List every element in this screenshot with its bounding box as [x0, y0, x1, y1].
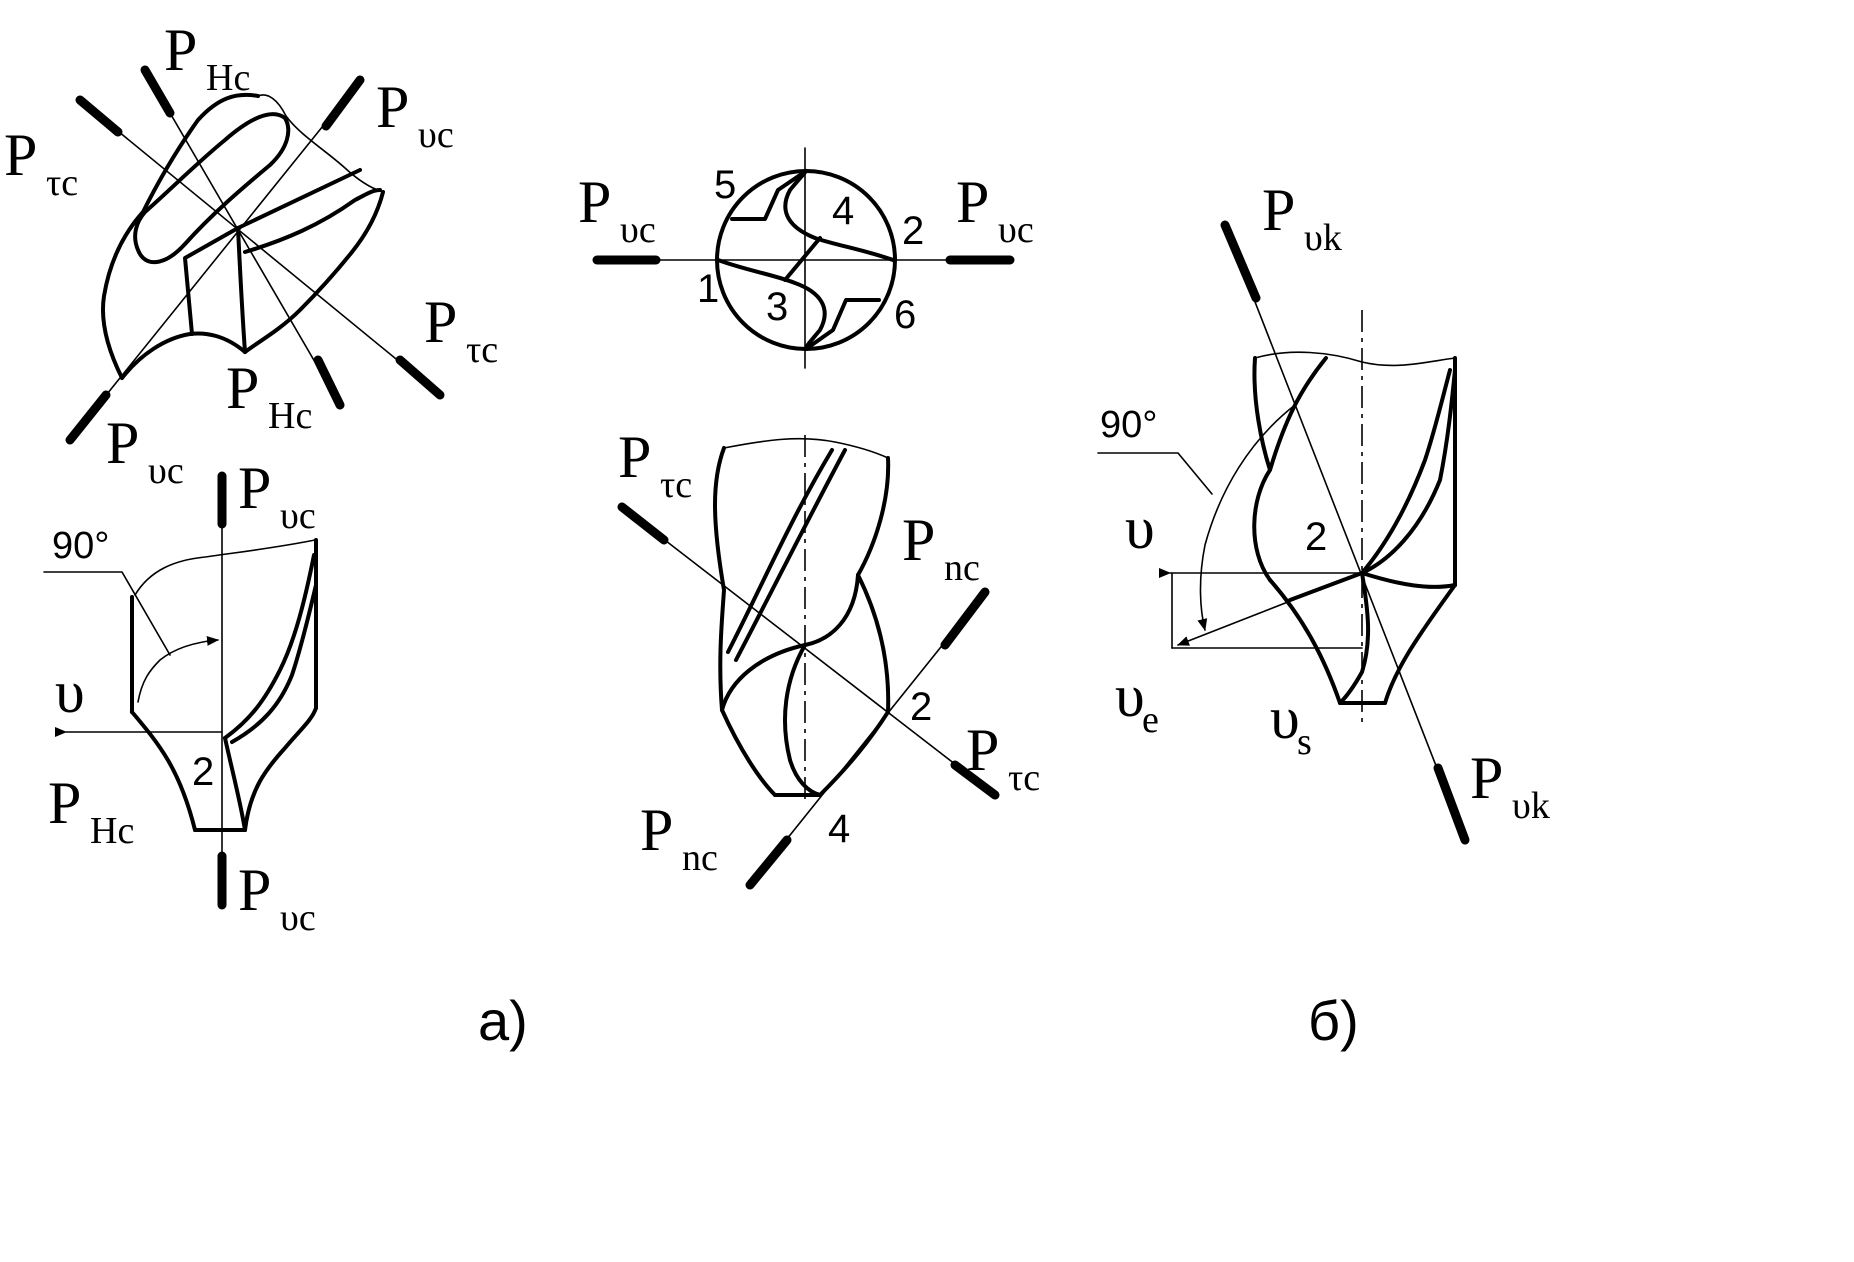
plane-label-vc-end-right: P υc	[956, 169, 1034, 251]
plane-label-vk-upper: P υk	[1262, 177, 1342, 259]
point-label-1: 1	[697, 267, 719, 311]
point-label-4-end: 4	[832, 189, 854, 233]
drill-tip-perspective-view	[65, 65, 445, 445]
svg-text:P: P	[376, 74, 409, 140]
plane-label-tc-center-upper: P τc	[618, 424, 692, 506]
point-label-2-kinematic: 2	[1305, 515, 1327, 559]
point-label-3: 3	[766, 285, 788, 329]
plane-marker-nc-lower	[745, 835, 792, 890]
svg-text:P: P	[424, 289, 457, 355]
svg-text:υc: υc	[280, 897, 316, 939]
svg-text:nc: nc	[682, 837, 718, 879]
drill-end-view	[592, 147, 1015, 369]
plane-label-vc-end-left: P υc	[578, 169, 656, 251]
svg-text:e: e	[1142, 699, 1159, 741]
point-label-2-center: 2	[910, 685, 932, 729]
plane-marker-vk-lower	[1433, 763, 1470, 845]
svg-text:P: P	[106, 410, 139, 476]
plane-marker-vc-upper	[321, 75, 365, 131]
point-label-6: 6	[894, 293, 916, 337]
svg-text:τc: τc	[660, 464, 692, 506]
svg-text:υc: υc	[620, 209, 656, 251]
caption-b: б)	[1308, 989, 1359, 1052]
plane-marker-tc-center-upper	[617, 502, 669, 545]
plane-label-vc-side-top: P υc	[238, 455, 316, 537]
drill-side-view-kinematic	[1097, 220, 1470, 845]
angle-label-90-b: 90°	[1100, 404, 1157, 446]
svg-text:P: P	[902, 507, 935, 573]
svg-text:Hc: Hc	[206, 57, 250, 99]
angle-label-90-a: 90°	[52, 525, 109, 567]
svg-text:τc: τc	[466, 329, 498, 371]
plane-label-hc-upper: P Hc	[164, 17, 250, 99]
plane-label-hc-lower: P Hc	[226, 355, 312, 437]
svg-text:υk: υk	[1512, 785, 1550, 827]
svg-text:P: P	[1470, 745, 1503, 811]
svg-text:P: P	[578, 169, 611, 235]
svg-text:nc: nc	[944, 547, 980, 589]
drill-side-view-b	[617, 435, 1000, 890]
plane-label-hc-side: P Hc	[48, 770, 134, 852]
plane-label-vc-lower: P υc	[106, 410, 184, 492]
point-label-4-center: 4	[828, 807, 850, 851]
svg-text:P: P	[4, 122, 37, 188]
svg-text:υc: υc	[418, 114, 454, 156]
velocity-label-v-b: υ	[1125, 495, 1155, 561]
svg-text:υc: υc	[998, 209, 1034, 251]
caption-a: а)	[478, 989, 528, 1052]
plane-marker-tc-center-lower	[950, 760, 1000, 800]
point-label-2-side-a: 2	[192, 750, 214, 794]
plane-marker-vc-lower	[65, 390, 111, 445]
svg-text:υc: υc	[148, 450, 184, 492]
svg-text:υ: υ	[1270, 685, 1300, 751]
plane-marker-hc-lower	[313, 355, 345, 410]
svg-text:P: P	[966, 717, 999, 783]
svg-text:P: P	[226, 355, 259, 421]
svg-text:τc: τc	[1008, 757, 1040, 799]
plane-marker-nc-upper	[940, 587, 990, 650]
svg-text:P: P	[238, 857, 271, 923]
plane-marker-tc-upper	[75, 95, 123, 137]
drill-side-view-a	[43, 471, 318, 910]
svg-text:P: P	[640, 797, 673, 863]
point-label-5: 5	[714, 163, 736, 207]
velocity-label-v-a: υ	[55, 659, 85, 725]
svg-text:υc: υc	[280, 495, 316, 537]
svg-text:P: P	[238, 455, 271, 521]
svg-text:υk: υk	[1304, 217, 1342, 259]
svg-text:Hc: Hc	[268, 395, 312, 437]
plane-label-vk-lower: P υk	[1470, 745, 1550, 827]
velocity-label-ve: υ e	[1115, 663, 1159, 741]
svg-text:P: P	[618, 424, 651, 490]
plane-label-tc-right: P τc	[424, 289, 498, 371]
svg-text:υ: υ	[1115, 663, 1145, 729]
plane-label-vc-side-bottom: P υc	[238, 857, 316, 939]
svg-text:s: s	[1297, 721, 1312, 763]
plane-label-nc-upper: P nc	[902, 507, 980, 589]
point-label-2-end: 2	[902, 209, 924, 253]
svg-text:Hc: Hc	[90, 810, 134, 852]
svg-text:P: P	[1262, 177, 1295, 243]
plane-label-vc-upper: P υc	[376, 74, 454, 156]
svg-text:P: P	[164, 17, 197, 83]
svg-text:τc: τc	[46, 162, 78, 204]
svg-text:P: P	[956, 169, 989, 235]
svg-text:P: P	[48, 770, 81, 836]
plane-marker-tc-lower	[395, 355, 445, 400]
plane-label-tc-center-lower: P τc	[966, 717, 1040, 799]
drill-geometry-diagram: P Hc P τc P υc P τc P Hc P υc P	[4, 17, 1550, 1052]
plane-label-tc-upper-left: P τc	[4, 122, 78, 204]
plane-marker-hc-upper	[140, 65, 175, 118]
velocity-label-vs: υ s	[1270, 685, 1312, 763]
plane-marker-vk-upper	[1220, 220, 1261, 303]
plane-label-nc-lower: P nc	[640, 797, 718, 879]
